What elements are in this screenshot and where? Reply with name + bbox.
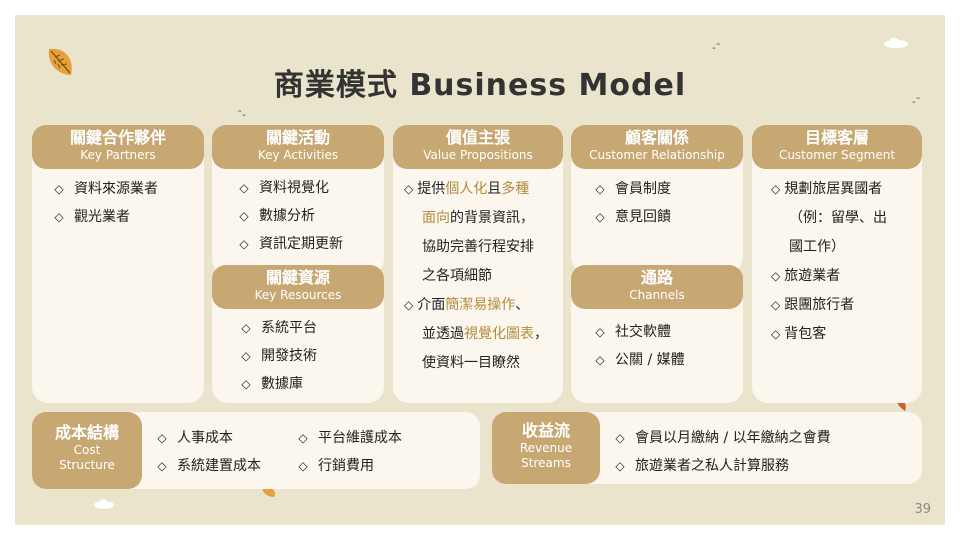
customer-relationship-subtitle: Customer Relationship	[571, 148, 743, 162]
diamond-bullet-icon: ◇	[52, 175, 66, 203]
list-item: ◇跟團旅行者	[771, 291, 887, 320]
list-item: ◇開發技術	[239, 342, 317, 370]
key-partners-list: ◇資料來源業者 ◇觀光業者	[52, 175, 158, 231]
diamond-bullet-icon: ◇	[404, 182, 413, 196]
revenue-streams-title: 收益流	[492, 421, 600, 441]
key-activities-list: ◇資料視覺化 ◇數據分析 ◇資訊定期更新	[237, 174, 343, 258]
key-partners-header: 關鍵合作夥伴 Key Partners	[32, 125, 204, 169]
diamond-bullet-icon: ◇	[613, 452, 627, 480]
customer-segment-header: 目標客層 Customer Segment	[752, 125, 922, 169]
slide: -˜ -˜ ˜- 商業模式 Business Model 關鍵合作夥伴 Key …	[15, 15, 945, 525]
list-item: ◇意見回饋	[593, 203, 671, 231]
list-item: ◇提供個人化且多種	[404, 175, 548, 204]
list-item: ◇旅遊業者	[771, 262, 887, 291]
diamond-bullet-icon: ◇	[296, 424, 310, 452]
revenue-streams-subtitle-2: Streams	[492, 456, 600, 471]
diamond-bullet-icon: ◇	[239, 314, 253, 342]
cost-structure-subtitle-2: Structure	[32, 458, 142, 473]
list-item: ◇介面簡潔易操作、	[404, 291, 548, 320]
list-item: ◇數據分析	[237, 202, 343, 230]
key-activities-title: 關鍵活動	[212, 128, 384, 148]
diamond-bullet-icon: ◇	[593, 318, 607, 346]
diamond-bullet-icon: ◇	[593, 203, 607, 231]
value-propositions-header: 價值主張 Value Propositions	[393, 125, 563, 169]
list-item: ◇會員制度	[593, 175, 671, 203]
diamond-bullet-icon: ◇	[239, 370, 253, 398]
list-item: ◇規劃旅居異國者	[771, 175, 887, 204]
channels-subtitle: Channels	[571, 288, 743, 302]
list-item: ◇數據庫	[239, 370, 317, 398]
list-item: ◇平台維護成本	[296, 424, 402, 452]
cost-structure-list-2: ◇平台維護成本 ◇行銷費用	[296, 424, 402, 480]
list-item: ◇系統建置成本	[155, 452, 261, 480]
revenue-streams-header: 收益流 Revenue Streams	[492, 412, 600, 484]
value-propositions-subtitle: Value Propositions	[393, 148, 563, 162]
list-item: ◇社交軟體	[593, 318, 685, 346]
customer-relationship-header: 顧客關係 Customer Relationship	[571, 125, 743, 169]
list-item: ◇公關 / 媒體	[593, 346, 685, 374]
customer-segment-list: ◇規劃旅居異國者 （例：留學、出 國工作） ◇旅遊業者 ◇跟團旅行者 ◇背包客	[771, 175, 887, 349]
diamond-bullet-icon: ◇	[613, 424, 627, 452]
key-partners-title: 關鍵合作夥伴	[32, 128, 204, 148]
customer-segment-subtitle: Customer Segment	[752, 148, 922, 162]
revenue-streams-subtitle-1: Revenue	[492, 441, 600, 456]
cost-structure-list: ◇人事成本 ◇系統建置成本	[155, 424, 261, 480]
channels-list: ◇社交軟體 ◇公關 / 媒體	[593, 318, 685, 374]
diamond-bullet-icon: ◇	[237, 202, 251, 230]
list-item: ◇資料視覺化	[237, 174, 343, 202]
diamond-bullet-icon: ◇	[52, 203, 66, 231]
customer-segment-title: 目標客層	[752, 128, 922, 148]
diamond-bullet-icon: ◇	[155, 452, 169, 480]
cloud-icon	[93, 499, 115, 509]
value-propositions-title: 價值主張	[393, 128, 563, 148]
list-item: ◇資訊定期更新	[237, 230, 343, 258]
cost-structure-header: 成本結構 Cost Structure	[32, 412, 142, 489]
list-item: ◇會員以月繳納 / 以年繳納之會費	[613, 424, 831, 452]
value-propositions-text: ◇提供個人化且多種 面向的背景資訊， 協助完善行程安排 之各項細節 ◇介面簡潔易…	[404, 175, 548, 378]
page-number: 39	[914, 502, 931, 517]
page-title: 商業模式 Business Model	[15, 60, 945, 104]
key-partners-subtitle: Key Partners	[32, 148, 204, 162]
key-resources-list: ◇系統平台 ◇開發技術 ◇數據庫	[239, 314, 317, 398]
diamond-bullet-icon: ◇	[593, 175, 607, 203]
diamond-bullet-icon: ◇	[771, 182, 780, 196]
cost-structure-title: 成本結構	[32, 423, 142, 443]
bird-mark: ˜-	[237, 110, 246, 121]
diamond-bullet-icon: ◇	[404, 298, 413, 312]
key-activities-subtitle: Key Activities	[212, 148, 384, 162]
diamond-bullet-icon: ◇	[155, 424, 169, 452]
diamond-bullet-icon: ◇	[296, 452, 310, 480]
list-item: ◇人事成本	[155, 424, 261, 452]
key-resources-title: 關鍵資源	[212, 268, 384, 288]
diamond-bullet-icon: ◇	[237, 230, 251, 258]
channels-header: 通路 Channels	[571, 265, 743, 309]
diamond-bullet-icon: ◇	[593, 346, 607, 374]
list-item: ◇系統平台	[239, 314, 317, 342]
diamond-bullet-icon: ◇	[239, 342, 253, 370]
customer-relationship-list: ◇會員制度 ◇意見回饋	[593, 175, 671, 231]
diamond-bullet-icon: ◇	[771, 327, 780, 341]
list-item: ◇行銷費用	[296, 452, 402, 480]
diamond-bullet-icon: ◇	[237, 174, 251, 202]
cloud-icon	[883, 38, 909, 48]
list-item: ◇背包客	[771, 320, 887, 349]
list-item: ◇資料來源業者	[52, 175, 158, 203]
list-item: ◇觀光業者	[52, 203, 158, 231]
cost-structure-subtitle-1: Cost	[32, 443, 142, 458]
channels-title: 通路	[571, 268, 743, 288]
list-item: ◇旅遊業者之私人計算服務	[613, 452, 831, 480]
key-resources-header: 關鍵資源 Key Resources	[212, 265, 384, 309]
key-resources-subtitle: Key Resources	[212, 288, 384, 302]
customer-relationship-title: 顧客關係	[571, 128, 743, 148]
bird-mark: -˜	[712, 43, 721, 54]
revenue-streams-list: ◇會員以月繳納 / 以年繳納之會費 ◇旅遊業者之私人計算服務	[613, 424, 831, 480]
diamond-bullet-icon: ◇	[771, 269, 780, 283]
diamond-bullet-icon: ◇	[771, 298, 780, 312]
key-activities-header: 關鍵活動 Key Activities	[212, 125, 384, 169]
